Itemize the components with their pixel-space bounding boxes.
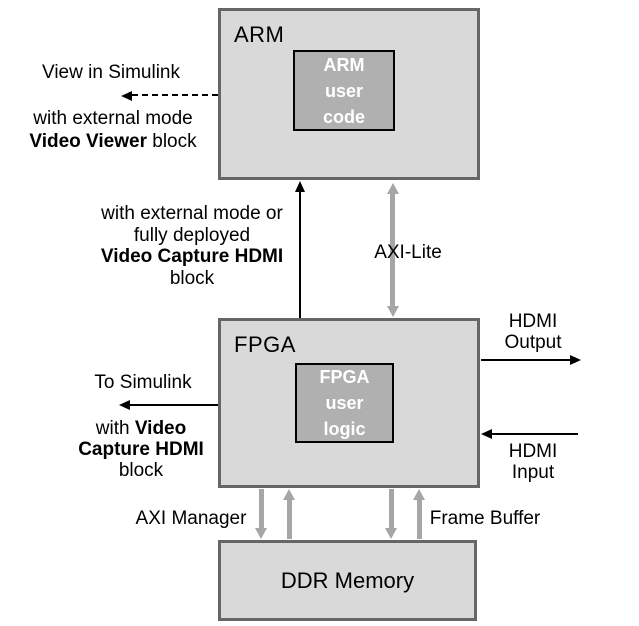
video-capture-hdmi-note2-line3: block [118, 460, 164, 481]
ddr-memory-title: DDR Memory [280, 567, 415, 593]
frame-buffer-label: Frame Buffer [429, 508, 541, 529]
to-simulink-arrow [130, 404, 218, 406]
to-simulink-arrowhead-icon [119, 400, 130, 410]
hdmi-input-arrow [492, 433, 578, 435]
fpga-user-logic-block: FPGA user logic [295, 363, 394, 443]
view-in-simulink-dashed-arrow [132, 94, 218, 96]
hdmi-output-label: HDMI Output [504, 311, 562, 353]
to-simulink-label: To Simulink [94, 372, 192, 393]
ddr-memory-block: DDR Memory [218, 540, 477, 621]
arm-user-code-block: ARM user code [293, 50, 395, 131]
video-capture-hdmi-note2-line1: with Video [95, 418, 187, 439]
fpga-to-arm-arrowhead-icon [295, 181, 305, 192]
video-capture-hdmi-note2-line2: Capture HDMI [78, 439, 204, 460]
axi-lite-arrowhead-up-icon [387, 183, 399, 194]
fpga-to-arm-arrow [299, 192, 301, 318]
fpga-user-logic-line3: logic [323, 419, 366, 439]
hdmi-input-arrowhead-icon [481, 429, 492, 439]
axi-manager-up-arrowhead-icon [283, 489, 295, 500]
view-in-simulink-arrowhead-icon [121, 91, 132, 101]
video-capture-hdmi-note-line3: Video Capture HDMI [100, 246, 284, 267]
arm-user-code-line2: user [324, 80, 364, 101]
fpga-user-logic-line2: user [325, 393, 364, 413]
view-in-simulink-label: View in Simulink [42, 62, 180, 83]
video-viewer-note-line2: Video Viewer block [29, 131, 197, 152]
video-capture-hdmi-note-line2: fully deployed [133, 224, 251, 246]
axi-lite-arrow [390, 194, 395, 306]
frame-buffer-up-arrow [417, 500, 422, 539]
video-capture-hdmi-note-2: with Video Capture HDMI block [78, 418, 204, 481]
arm-user-code-line3: code [322, 106, 365, 127]
axi-manager-up-arrow [287, 500, 292, 539]
axi-lite-label: AXI-Lite [374, 242, 442, 263]
arm-user-code-line1: ARM [323, 54, 365, 75]
video-viewer-note-line1: with external mode [33, 108, 193, 129]
hdmi-output-arrow [481, 359, 570, 361]
fpga-user-logic-line1: FPGA [319, 367, 370, 387]
frame-buffer-down-arrowhead-icon [385, 528, 397, 539]
hdmi-output-arrowhead-icon [570, 355, 581, 365]
video-capture-hdmi-note-line4: block [169, 267, 215, 289]
frame-buffer-down-arrow [389, 489, 394, 529]
hdmi-input-label: HDMI Input [508, 441, 558, 483]
axi-lite-arrowhead-down-icon [387, 306, 399, 317]
video-capture-hdmi-note-line1: with external mode or [101, 203, 283, 224]
video-viewer-note: with external mode Video Viewer block [29, 107, 196, 153]
video-capture-hdmi-note: with external mode or fully deployed Vid… [101, 203, 283, 289]
axi-manager-down-arrowhead-icon [255, 528, 267, 539]
axi-manager-down-arrow [259, 489, 264, 529]
arm-block: ARM [218, 8, 480, 180]
frame-buffer-up-arrowhead-icon [413, 489, 425, 500]
fpga-block-title: FPGA [234, 332, 296, 357]
arm-block-title: ARM [234, 22, 285, 47]
axi-manager-label: AXI Manager [135, 508, 247, 529]
